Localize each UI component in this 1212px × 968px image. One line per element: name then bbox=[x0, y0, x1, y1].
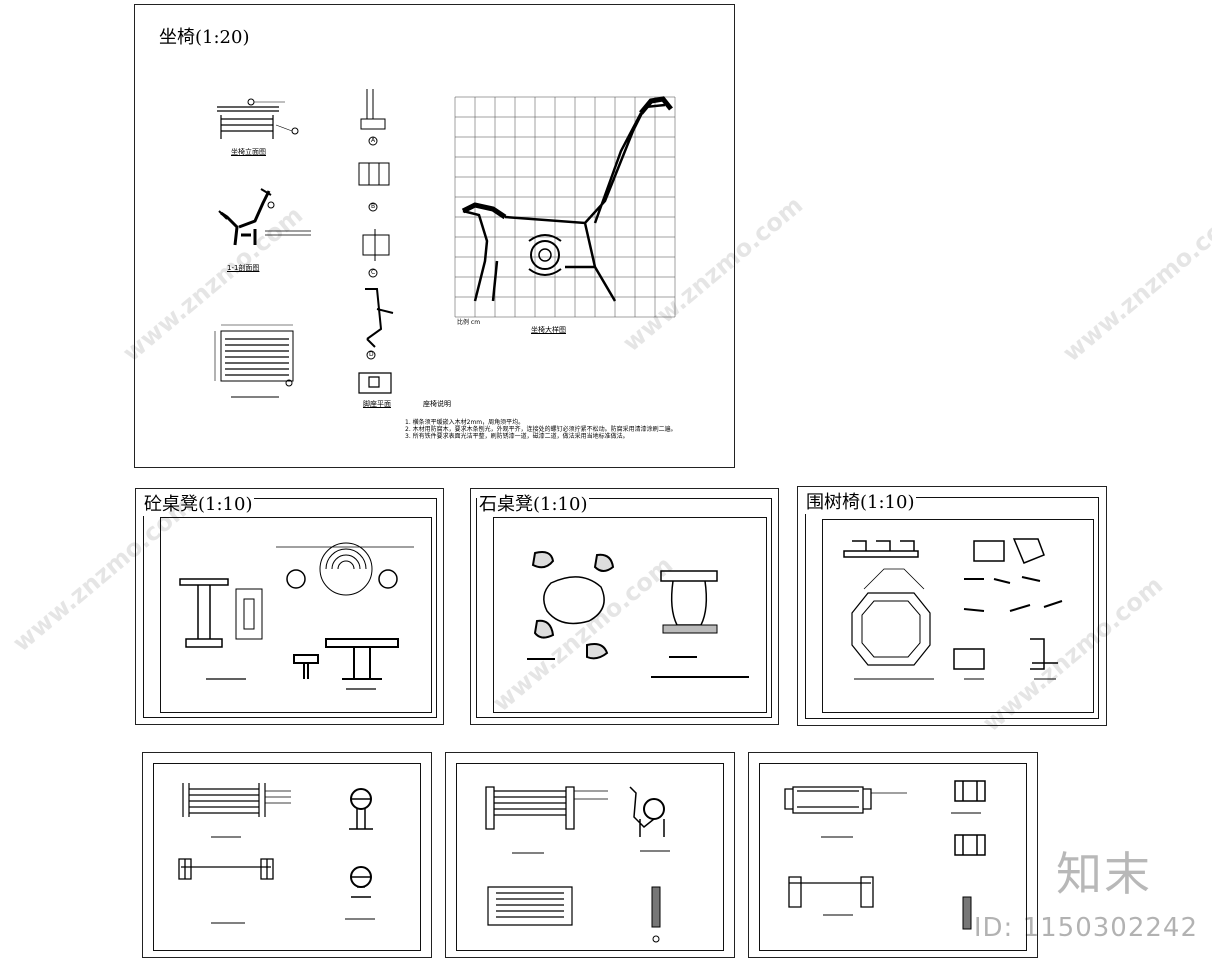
bench-ornament bbox=[530, 240, 560, 270]
label-grid-scale: 比例 cm bbox=[457, 319, 481, 326]
detail-mark-a: A bbox=[371, 137, 376, 144]
sheet-bench-detail-3-frame bbox=[759, 763, 1027, 951]
bench-elevation-drawing bbox=[217, 98, 299, 139]
watermark-text: www.znzmo.com bbox=[1057, 200, 1212, 368]
detail-mark-d: D bbox=[369, 351, 374, 358]
sheet-tree-frame bbox=[805, 497, 1099, 719]
sheet-concrete-table: 砼桌凳(1:10) bbox=[135, 488, 444, 725]
sheet-tree-frame-inner bbox=[822, 519, 1094, 713]
label-large: 坐椅大样图 bbox=[531, 326, 566, 334]
bench-seat-slats bbox=[461, 96, 673, 220]
note-line-3: 3. 所有铁件要求表面光洁平整，刷防锈漆一道，磁漆二道，做法采用当地标准做法。 bbox=[405, 433, 629, 440]
sheet-bench-detail-3 bbox=[748, 752, 1038, 958]
watermark-id: ID: 1150302242 bbox=[973, 913, 1198, 943]
sheet-bench-title: 坐椅(1:20) bbox=[157, 23, 252, 49]
watermark-brand: 知末 bbox=[1056, 847, 1152, 901]
bench-back-outline bbox=[462, 103, 666, 302]
sheet-stone-table: 石桌凳(1:10) bbox=[470, 488, 779, 725]
label-elevation: 坐椅立面图 bbox=[231, 148, 266, 156]
stone-table-drawing bbox=[527, 551, 749, 678]
bench-plan-drawing bbox=[214, 324, 294, 398]
bench-section-drawing bbox=[218, 188, 311, 246]
sheet-stone-frame-inner bbox=[493, 517, 767, 713]
bench-detail-3-drawing bbox=[784, 780, 986, 930]
sheet-concrete-frame bbox=[143, 498, 437, 718]
concrete-table-drawing bbox=[179, 542, 414, 690]
sheet-bench-detail-1 bbox=[142, 752, 432, 958]
detail-mark-c: C bbox=[371, 269, 376, 276]
sheet-bench-detail-2 bbox=[445, 752, 735, 958]
bench-details-drawing bbox=[358, 89, 394, 394]
sheet-tree-title: 围树椅(1:10) bbox=[804, 488, 917, 514]
sheet-bench-detail-2-frame bbox=[456, 763, 724, 951]
sheet-stone-title: 石桌凳(1:10) bbox=[477, 490, 590, 516]
sheet-concrete-title: 砼桌凳(1:10) bbox=[142, 490, 255, 516]
sheet-stone-frame bbox=[476, 498, 772, 718]
bench-detail-2-drawing bbox=[485, 786, 670, 943]
notes-title: 座椅说明 bbox=[423, 400, 451, 408]
label-section: 1-1剖面图 bbox=[227, 264, 260, 272]
sheet-concrete-frame-inner bbox=[160, 517, 432, 713]
tree-bench-drawing bbox=[843, 538, 1063, 680]
sheet-bench-detail-1-frame bbox=[153, 763, 421, 951]
note-line-1: 1. 横条须平缓嵌入木材2mm，周角须平均。 bbox=[405, 419, 525, 426]
note-line-2: 2. 木材用防腐木，要求木条刨光，外观平齐，连接处的螺钉必须拧紧不松动。防腐采用… bbox=[405, 426, 677, 433]
bench-large-scale-grid bbox=[454, 96, 676, 318]
sheet-bench: 坐椅(1:20) 坐椅立面图 1-1剖面图 A B C D 脚座平面 bbox=[134, 4, 735, 468]
detail-mark-b: B bbox=[371, 203, 376, 210]
label-bottom: 脚座平面 bbox=[363, 400, 391, 408]
sheet-tree-bench: 围树椅(1:10) bbox=[797, 486, 1107, 726]
bench-detail-1-drawing bbox=[178, 783, 375, 924]
